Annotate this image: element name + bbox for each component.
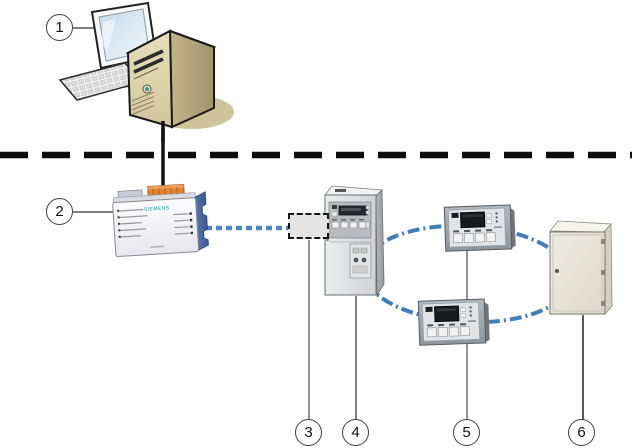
desktop-pc [58, 1, 234, 142]
unit-buttons-row [452, 229, 496, 244]
brand-logo-text: SIEMENS [144, 205, 170, 213]
top-vent-slot [335, 189, 346, 192]
electrical-cabinet [549, 220, 613, 316]
plant-controller [324, 185, 385, 297]
callout-6: 6 [568, 419, 595, 446]
callout-3: 3 [295, 419, 322, 446]
unit-logo-square [425, 306, 433, 313]
unit-buttons-row [426, 323, 470, 338]
placeholder-device-box [288, 213, 329, 239]
left-label-marks [117, 209, 121, 238]
bottom-label-line [150, 245, 165, 249]
cabinet-door [549, 231, 606, 315]
callout-5: 5 [453, 419, 480, 446]
room-unit-top [443, 204, 516, 252]
unit-logo-square [451, 212, 459, 219]
room-unit-bottom [417, 298, 490, 346]
callout-1: 1 [46, 14, 73, 41]
cabinet-top-face [549, 220, 612, 233]
controller-side-face [375, 189, 385, 297]
left-label-lines [119, 208, 148, 238]
operator-panel [328, 201, 372, 239]
callout-4: 4 [342, 419, 369, 446]
door-screw [326, 238, 329, 242]
cabinet-lock [555, 269, 559, 273]
cabinet-hinges [601, 239, 605, 306]
callout-2: 2 [46, 198, 73, 225]
module-front-face [112, 197, 200, 258]
tower-case-icon [125, 29, 217, 129]
wiring-compartment [349, 243, 372, 279]
right-led-labels [173, 212, 194, 235]
automation-station: SIEMENS [112, 183, 209, 258]
